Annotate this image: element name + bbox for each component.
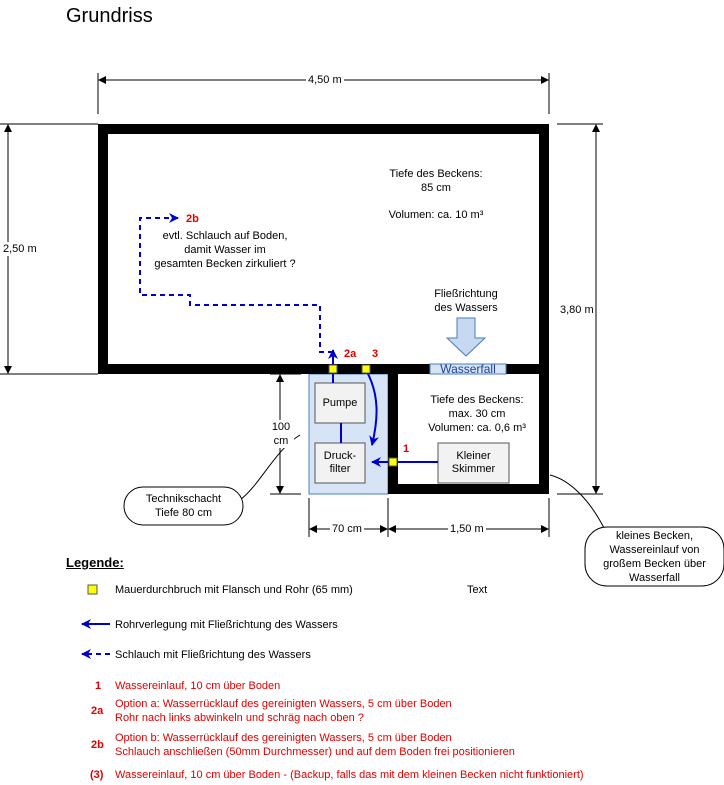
legend-note-text-2a: Option a: Wasserrücklauf des gereinigten… bbox=[115, 698, 452, 724]
legend-note-key-1: 1 bbox=[95, 680, 102, 692]
dimension-small-width: 1,50 m bbox=[448, 522, 486, 536]
marker-1: 1 bbox=[403, 443, 410, 455]
legend-note-text-2b: Option b: Wasserrücklauf des gereinigten… bbox=[115, 732, 515, 758]
waterfall-label: Wasserfall bbox=[440, 362, 496, 376]
legend-hose-text: Schlauch mit Fließrichtung des Wassers bbox=[115, 649, 311, 661]
skimmer-label: Kleiner Skimmer bbox=[451, 450, 496, 475]
small-pool-depth-label: Tiefe des Beckens: max. 30 cm bbox=[430, 394, 524, 420]
hose-line bbox=[139, 213, 333, 353]
legend-title: Legende: bbox=[66, 555, 124, 570]
legend-note-key-3: (3) bbox=[90, 769, 104, 781]
hose-note: evtl. Schlauch auf Boden, damit Wasser i… bbox=[154, 230, 296, 270]
legend-note-key-2a: 2a bbox=[91, 705, 104, 717]
legend-note-key-2b: 2b bbox=[91, 739, 104, 751]
dimension-height-right: 3,80 m bbox=[560, 303, 594, 317]
pool-walls bbox=[98, 124, 549, 494]
legend-note-text-1: Wassereinlauf, 10 cm über Boden bbox=[115, 680, 281, 692]
small-basin-callout-text: kleines Becken, Wassereinlauf von großem… bbox=[603, 530, 706, 584]
opening-1 bbox=[388, 457, 398, 467]
waterfall-opening bbox=[429, 363, 507, 375]
pump-label: Pumpe bbox=[322, 397, 358, 409]
marker-3: 3 bbox=[372, 348, 379, 360]
small-pool-volume-label: Volumen: ca. 0,6 m³ bbox=[428, 422, 526, 434]
dimension-width-total: 4,50 m bbox=[306, 73, 344, 87]
pool-volume-label: Volumen: ca. 10 m³ bbox=[388, 209, 484, 221]
dimension-schacht-height: 100 cm bbox=[268, 420, 294, 448]
pool-depth-label: Tiefe des Beckens: 85 cm bbox=[389, 168, 483, 194]
technik-callout-box bbox=[123, 486, 244, 526]
opening-3 bbox=[361, 364, 371, 374]
legend-opening-text: Mauerdurchbruch mit Flansch und Rohr (65… bbox=[115, 584, 353, 596]
dimension-height-left: 2,50 m bbox=[3, 242, 37, 256]
dimension-schacht-width: 70 cm bbox=[330, 522, 364, 536]
page-title: Grundriss bbox=[66, 5, 153, 27]
filter-label: Druck- filter bbox=[323, 450, 357, 475]
flow-direction-arrow bbox=[445, 317, 487, 357]
filter-box bbox=[314, 442, 366, 484]
legend-note-text-3: Wassereinlauf, 10 cm über Boden - (Backu… bbox=[115, 769, 584, 781]
legend-text-placeholder: Text bbox=[467, 584, 488, 596]
small-basin-callout-box bbox=[584, 526, 724, 587]
opening-2a bbox=[328, 364, 338, 374]
flow-direction-label: Fließrichtung des Wassers bbox=[434, 288, 498, 314]
marker-2b: 2b bbox=[186, 213, 199, 225]
marker-2a: 2a bbox=[344, 348, 357, 360]
legend-opening-icon bbox=[87, 584, 98, 595]
technik-callout-text: Technikschacht Tiefe 80 cm bbox=[145, 493, 222, 519]
legend-pipe-text: Rohrverlegung mit Fließrichtung des Wass… bbox=[115, 619, 338, 631]
